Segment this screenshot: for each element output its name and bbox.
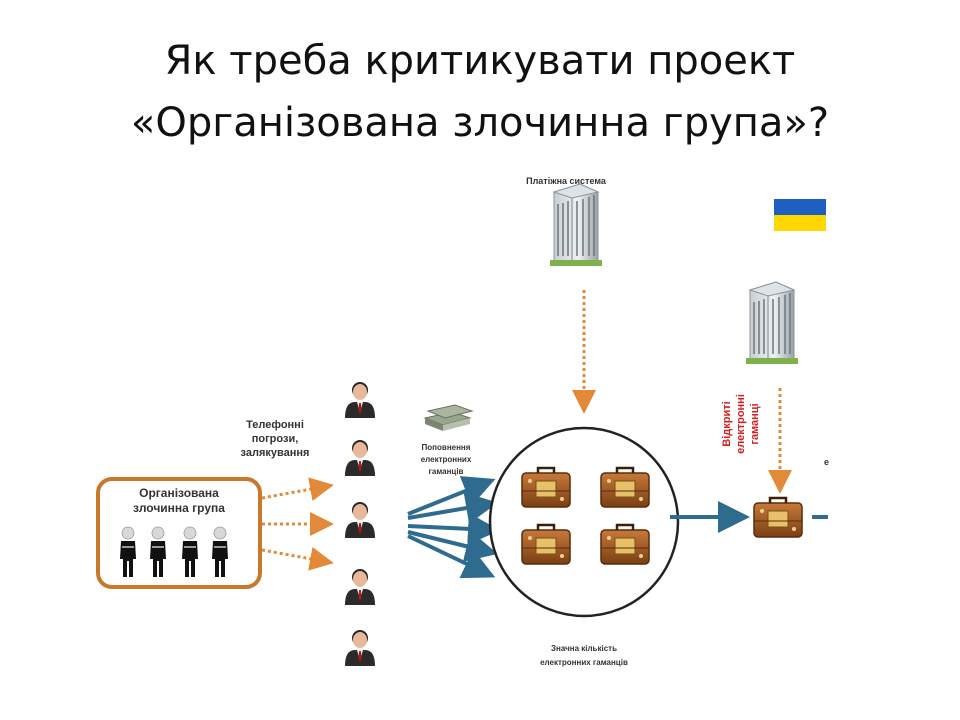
wallets-label-1: Значна кількість bbox=[551, 644, 617, 653]
person-icon bbox=[345, 502, 375, 538]
suitcase-wallet-icon bbox=[599, 523, 651, 566]
person-icon bbox=[345, 382, 375, 418]
topup-label-1: Поповнення bbox=[422, 443, 471, 452]
suitcase-wallet-icon bbox=[520, 523, 572, 566]
threat-arrows bbox=[261, 477, 334, 571]
transfer-arrows bbox=[407, 476, 500, 579]
suitcase-wallet-icon bbox=[520, 466, 572, 509]
person-icon bbox=[345, 440, 375, 476]
threats-label-2: погрози, bbox=[252, 433, 299, 445]
wallets-circle bbox=[488, 426, 680, 618]
title-line-2: «Організована злочинна група»? bbox=[130, 100, 830, 146]
cut-off-label: е bbox=[824, 457, 829, 467]
threats-label-3: залякування bbox=[241, 447, 310, 459]
wallets-label-2: електронних гаманців bbox=[540, 658, 628, 667]
title-line-1: Як треба критикувати проект bbox=[164, 38, 796, 84]
crime-group-label-2: злочинна група bbox=[133, 501, 225, 515]
topup-label-3: гаманців bbox=[429, 467, 464, 476]
suitcase-wallet-icon bbox=[752, 496, 804, 539]
svg-text:Відкриті: Відкриті bbox=[721, 401, 733, 446]
slide-title: Як треба критикувати проект «Організован… bbox=[0, 30, 960, 154]
victims-column bbox=[345, 382, 375, 666]
open-wallets-label: Відкриті електронні гаманці bbox=[721, 394, 761, 454]
building-icon bbox=[745, 281, 799, 365]
building-icon bbox=[549, 183, 603, 267]
money-stack-icon bbox=[423, 404, 474, 431]
topup-label-2: електронних bbox=[421, 455, 472, 464]
person-icon bbox=[345, 630, 375, 666]
svg-text:гаманці: гаманці bbox=[749, 403, 761, 444]
person-icon bbox=[345, 569, 375, 605]
crime-group-label-1: Організована bbox=[139, 486, 219, 500]
payment-system-label: Платіжна система bbox=[526, 176, 607, 186]
svg-text:електронні: електронні bbox=[735, 394, 747, 454]
threats-label-1: Телефонні bbox=[246, 419, 304, 431]
suitcase-wallet-icon bbox=[599, 466, 651, 509]
ukraine-flag-icon bbox=[774, 199, 826, 215]
